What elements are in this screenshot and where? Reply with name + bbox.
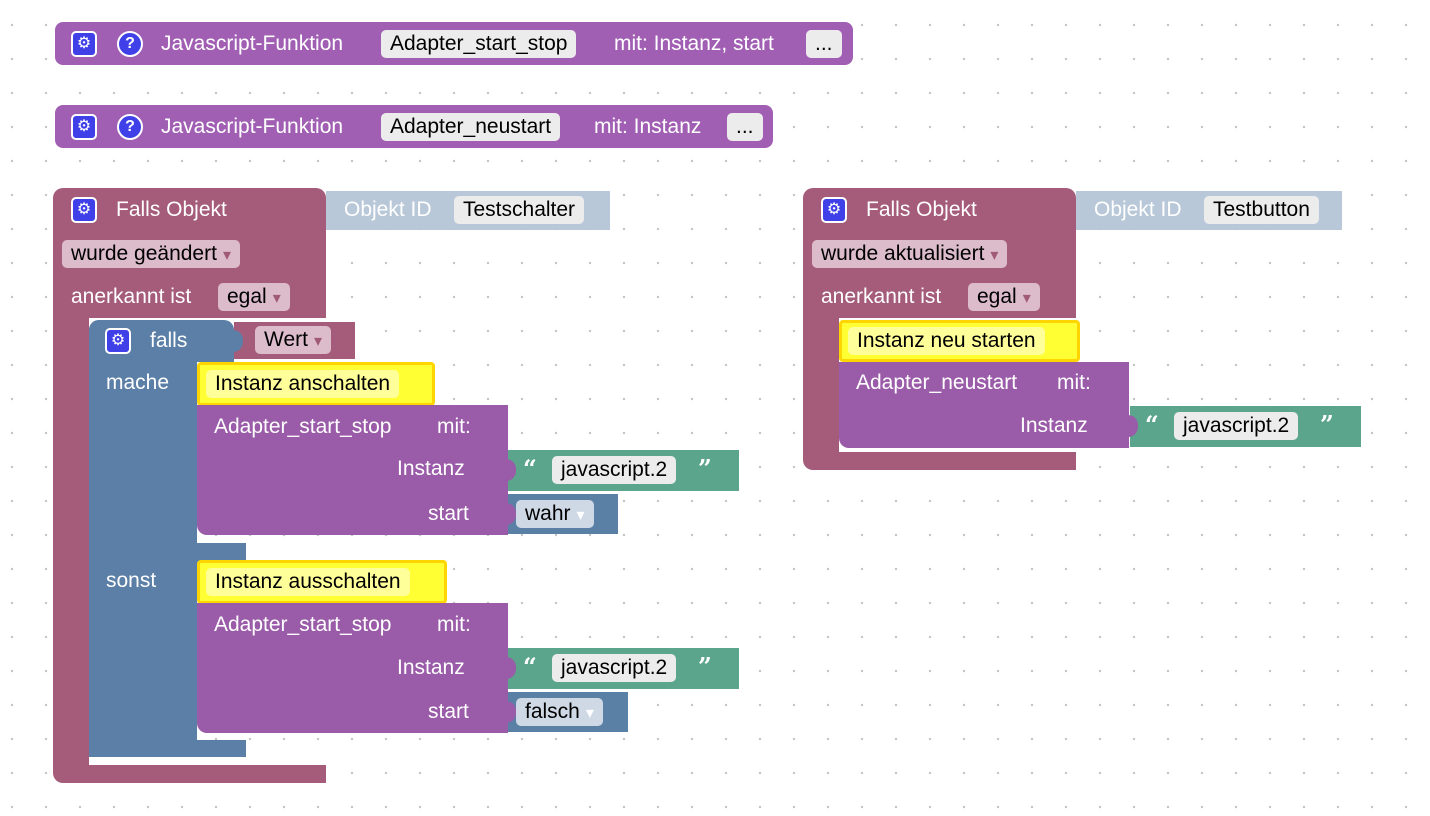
string-block[interactable]: “ javascript.2 ” — [508, 648, 739, 689]
event-title: Falls Objekt — [866, 198, 977, 221]
call-mit-label: mit: — [437, 415, 471, 438]
function-more-button[interactable]: ... — [806, 30, 842, 58]
gear-icon[interactable]: ⚙ — [71, 197, 97, 223]
event-title: Falls Objekt — [116, 198, 227, 221]
param-start-label: start — [428, 502, 469, 525]
trigger-dropdown[interactable]: wurde aktualisiert — [812, 240, 1008, 268]
string-value-field[interactable]: javascript.2 — [552, 456, 677, 484]
event-block-right-footer — [803, 452, 1076, 470]
ack-dropdown[interactable]: egal — [968, 283, 1040, 311]
ack-dropdown[interactable]: egal — [218, 283, 290, 311]
function-params-label: mit: Instanz — [594, 115, 702, 138]
event-block-right-spine — [803, 300, 839, 460]
function-block-neustart[interactable]: ⚙ ? Javascript-Funktion Adapter_neustart… — [55, 105, 773, 148]
objekt-id-label: Objekt ID — [344, 198, 432, 221]
objekt-id-block[interactable]: Objekt ID Testbutton — [1076, 191, 1342, 230]
call-name-label: Adapter_neustart — [856, 371, 1018, 394]
gear-icon[interactable]: ⚙ — [71, 114, 97, 140]
help-icon[interactable]: ? — [117, 114, 143, 140]
string-value-field[interactable]: javascript.2 — [1174, 412, 1299, 440]
if-falls-label: falls — [150, 329, 188, 352]
if-block-mid-arm — [89, 543, 246, 565]
boolean-dropdown[interactable]: falsch — [516, 698, 603, 726]
open-quote-icon: “ — [523, 454, 537, 483]
call-block-restart[interactable]: Adapter_neustart mit: Instanz — [839, 362, 1129, 448]
param-instanz-label: Instanz — [397, 656, 465, 679]
string-value-field[interactable]: javascript.2 — [552, 654, 677, 682]
string-notch — [502, 459, 516, 481]
ack-label: anerkannt ist — [71, 285, 192, 308]
gear-icon[interactable]: ⚙ — [71, 31, 97, 57]
if-mache-label: mache — [106, 371, 170, 394]
boolean-dropdown[interactable]: wahr — [516, 500, 594, 528]
ack-label: anerkannt ist — [821, 285, 942, 308]
if-block-bottom-arm — [89, 740, 246, 757]
event-block-left-footer — [53, 765, 326, 783]
objekt-id-label: Objekt ID — [1094, 198, 1182, 221]
open-quote-icon: “ — [1145, 410, 1159, 439]
objekt-id-field[interactable]: Testschalter — [454, 196, 585, 224]
help-icon[interactable]: ? — [117, 31, 143, 57]
string-block[interactable]: “ javascript.2 ” — [1130, 406, 1361, 447]
call-mit-label: mit: — [1057, 371, 1091, 394]
if-block-spine — [89, 320, 197, 757]
function-name-field[interactable]: Adapter_neustart — [381, 113, 561, 141]
close-quote-icon: ” — [698, 652, 712, 681]
close-quote-icon: ” — [1320, 410, 1334, 439]
comment-then-text[interactable]: Instanz anschalten — [206, 370, 400, 398]
event-block-left-spine — [53, 300, 89, 770]
call-mit-label: mit: — [437, 613, 471, 636]
function-block-start-stop[interactable]: ⚙ ? Javascript-Funktion Adapter_start_st… — [55, 22, 853, 65]
boolean-notch — [502, 701, 516, 723]
function-params-label: mit: Instanz, start — [614, 32, 774, 55]
condition-dropdown[interactable]: Wert — [255, 326, 331, 354]
param-instanz-label: Instanz — [397, 457, 465, 480]
param-start-label: start — [428, 700, 469, 723]
objekt-id-field[interactable]: Testbutton — [1204, 196, 1319, 224]
comment-restart-text[interactable]: Instanz neu starten — [848, 327, 1045, 355]
call-name-label: Adapter_start_stop — [214, 415, 392, 438]
function-prefix-label: Javascript-Funktion — [161, 32, 344, 55]
close-quote-icon: ” — [698, 454, 712, 483]
function-more-button[interactable]: ... — [727, 113, 763, 141]
comment-else-text[interactable]: Instanz ausschalten — [206, 568, 410, 596]
boolean-block[interactable]: falsch — [508, 692, 628, 732]
trigger-dropdown[interactable]: wurde geändert — [62, 240, 240, 268]
call-block-else[interactable]: Adapter_start_stop mit: Instanz start — [197, 603, 508, 733]
condition-notch — [229, 330, 243, 352]
objekt-id-block[interactable]: Objekt ID Testschalter — [326, 191, 610, 230]
param-instanz-label: Instanz — [1020, 414, 1088, 437]
string-notch — [502, 657, 516, 679]
function-name-field[interactable]: Adapter_start_stop — [381, 30, 577, 58]
open-quote-icon: “ — [523, 652, 537, 681]
call-block-then[interactable]: Adapter_start_stop mit: Instanz start — [197, 405, 508, 535]
gear-icon[interactable]: ⚙ — [821, 197, 847, 223]
function-prefix-label: Javascript-Funktion — [161, 115, 344, 138]
string-notch — [1124, 415, 1138, 437]
call-name-label: Adapter_start_stop — [214, 613, 392, 636]
condition-block[interactable]: Wert — [234, 322, 355, 359]
boolean-notch — [502, 503, 516, 525]
gear-icon[interactable]: ⚙ — [105, 328, 131, 354]
string-block[interactable]: “ javascript.2 ” — [508, 450, 739, 491]
if-sonst-label: sonst — [106, 569, 157, 592]
boolean-block[interactable]: wahr — [508, 494, 618, 534]
